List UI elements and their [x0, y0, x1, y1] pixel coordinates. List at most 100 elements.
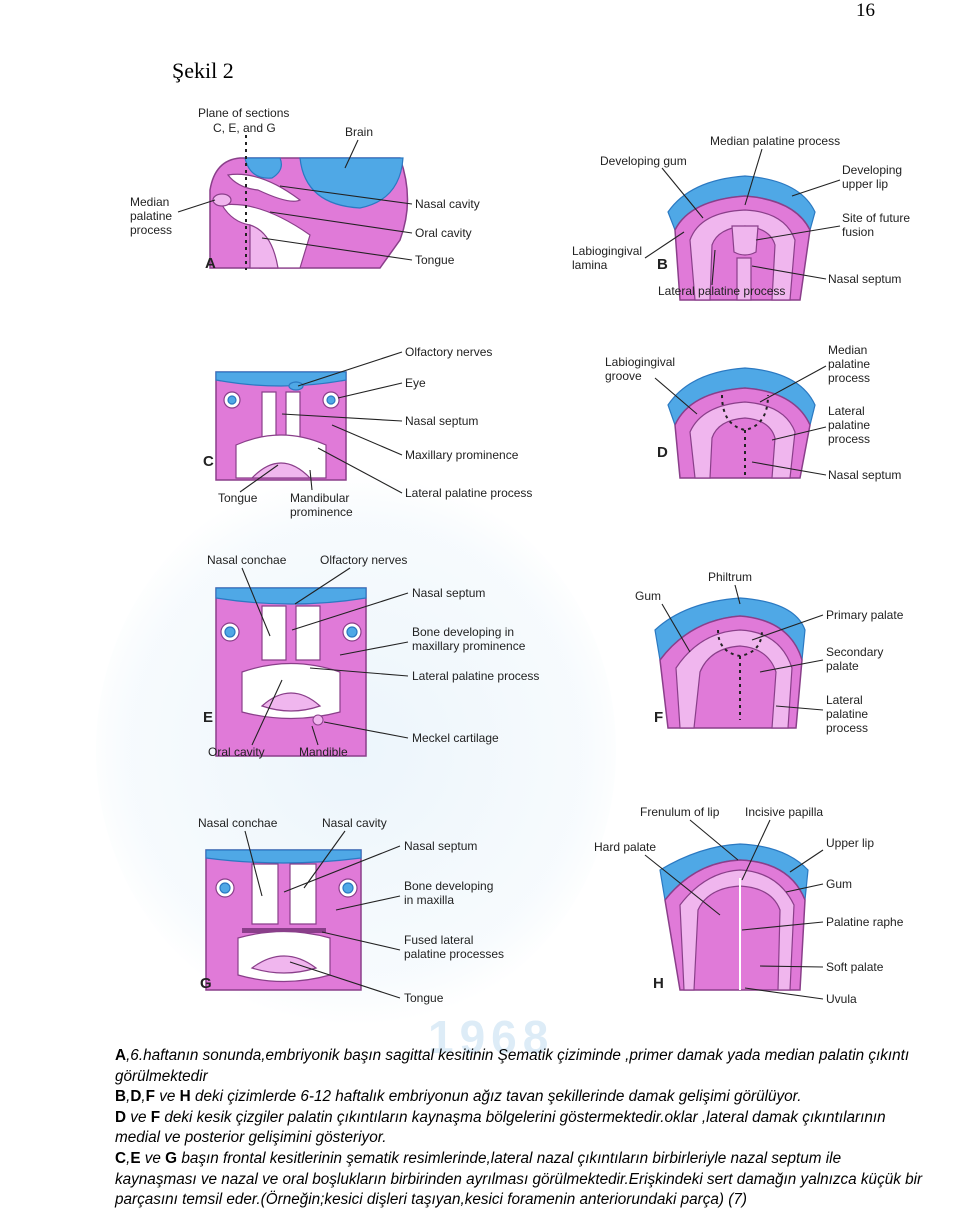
- caption-text-df: deki kesik çizgiler palatin çıkıntıların…: [115, 1108, 886, 1147]
- oral-cavity-label: Oral cavity: [415, 226, 472, 240]
- caption-letter-d: D: [130, 1088, 142, 1106]
- brain-label: Brain: [345, 125, 373, 139]
- caption-conj: ve: [126, 1108, 151, 1126]
- brain-leader: [344, 139, 359, 169]
- brain-vesicle: [244, 157, 282, 179]
- page-number: 16: [856, 0, 875, 21]
- median-leader: [177, 199, 216, 213]
- fused-leader-g: [321, 931, 401, 951]
- bone-label-e-1: Bone developing in: [412, 625, 514, 639]
- plane-label-line1: Plane of sections: [198, 106, 289, 120]
- oral-cavity-label-e: Oral cavity: [208, 745, 265, 759]
- mandibular-leader-c: [309, 469, 313, 491]
- caption-paragraph-ceg: C,E ve G başın frontal kesitlerinin şema…: [115, 1149, 925, 1211]
- olfactory-leader-e: [294, 567, 351, 605]
- tongue-leader-c: [239, 464, 279, 493]
- tongue-label-c: Tongue: [218, 491, 258, 505]
- lateral-label-d-2: palatine: [828, 418, 870, 432]
- maxillary-leader-c: [331, 424, 403, 456]
- median-palatine-process-shape: [212, 193, 232, 207]
- eye-leader-c: [337, 382, 403, 399]
- oral-cavity-leader-e: [251, 679, 283, 746]
- watermark-text: 1968: [428, 1011, 555, 1063]
- figure-heading: Şekil 2: [172, 58, 234, 83]
- caption-text-bdfh: deki çizimlerde 6-12 haftalık embriyonun…: [190, 1088, 802, 1106]
- caption-letter-g: G: [165, 1149, 178, 1167]
- upper-lip-leader-h: [789, 849, 824, 873]
- frenulum-leader-h: [689, 819, 739, 861]
- labiogingival-lamina-label-2: lamina: [572, 258, 608, 272]
- eye-left-iris-e: [224, 626, 236, 638]
- gum-label-f: Gum: [635, 589, 661, 603]
- meckel-cartilage-shape: [312, 714, 324, 726]
- philtrum-leader-f: [734, 584, 741, 605]
- brain-band-g: [205, 849, 362, 864]
- lateral-label-c: Lateral palatine process: [405, 486, 532, 500]
- olfactory-label-c: Olfactory nerves: [405, 345, 492, 359]
- hard-palate-leader-h: [644, 854, 721, 916]
- oral-cavity-leader: [269, 211, 413, 234]
- caption-conj: ve: [154, 1088, 180, 1106]
- caption-conj: ve: [140, 1149, 166, 1167]
- developing-lip-leader: [791, 179, 841, 197]
- gum-h: [679, 869, 795, 991]
- caption-letter-d: D: [115, 1108, 127, 1126]
- soft-palate-leader-h: [759, 965, 824, 968]
- bone-leader-g: [335, 895, 401, 911]
- mandible-leader-e: [311, 725, 319, 746]
- nasal-cavity-leader: [279, 185, 413, 205]
- fused-label-g-1: Fused lateral: [404, 933, 473, 947]
- conchae-label-g: Nasal conchae: [198, 816, 278, 830]
- gum-label-h: Gum: [826, 877, 852, 891]
- panel-e: E Nasal conchae Olfactory nerves Nasal s…: [203, 553, 539, 759]
- developing-gum-label: Developing gum: [600, 154, 687, 168]
- caption-letter-e: E: [130, 1149, 141, 1167]
- groove-leader-d: [654, 377, 698, 415]
- panel-b-letter: B: [657, 256, 668, 273]
- tongue-g: [250, 955, 318, 974]
- fused-palate-shape: [242, 928, 326, 933]
- panel-b: B Median palatine process Developing gum…: [572, 134, 910, 301]
- panel-h-letter: H: [653, 975, 664, 992]
- developing-gum-leader: [661, 167, 704, 219]
- olfactory-leader-c: [297, 351, 403, 387]
- median-label-d-3: process: [828, 371, 870, 385]
- nasal-septum-leader-e: [291, 592, 409, 631]
- oral-cavity-c: [235, 434, 327, 479]
- median-palatine-leader: [744, 148, 763, 206]
- lateral-palatine-leader-b: [711, 249, 716, 286]
- eye-left-iris-g: [219, 882, 231, 894]
- gum-ridge: [689, 209, 796, 301]
- caption-sep: ,: [126, 1088, 131, 1106]
- caption-paragraph-a: A,6.haftanın sonunda,embriyonik başın sa…: [115, 1046, 925, 1087]
- brain-band-c: [215, 371, 347, 387]
- olfactory-c: [288, 381, 304, 391]
- conchae-label-e: Nasal conchae: [207, 553, 287, 567]
- median-label-line2: palatine: [130, 209, 172, 223]
- groove-label-d-2: groove: [605, 369, 642, 383]
- eye-right-iris-g: [342, 882, 354, 894]
- caption-letter-a: A: [115, 1047, 127, 1064]
- median-palatine-process-shape-b: [731, 225, 759, 256]
- nasal-septum-label-d: Nasal septum: [828, 468, 901, 482]
- bone-label-g-1: Bone developing: [404, 879, 493, 893]
- labiogingival-lamina-label-1: Labiogingival: [572, 244, 642, 258]
- panel-g: G Nasal conchae Nasal cavity Nasal septu…: [198, 816, 504, 1005]
- lateral-label-f-1: Lateral: [826, 693, 863, 707]
- panel-c-letter: C: [203, 453, 214, 470]
- gum-leader-h: [785, 883, 824, 893]
- tongue-label: Tongue: [415, 253, 455, 267]
- philtrum-label-f: Philtrum: [708, 570, 752, 584]
- mandibular-label-c-2: prominence: [290, 505, 353, 519]
- median-label-line1: Median: [130, 195, 169, 209]
- nasal-septum-label-b: Nasal septum: [828, 272, 901, 286]
- secondary-leader-f: [759, 659, 824, 673]
- tongue-leader-g: [289, 961, 401, 999]
- eye-right-iris-c: [326, 395, 336, 405]
- panel-a: A Plane of sections C, E, and G Brain Me…: [130, 106, 480, 272]
- caption-text-ceg: başın frontal kesitlerinin şematik resim…: [115, 1149, 923, 1209]
- panel-f: F Philtrum Gum Primary palate Secondary …: [635, 570, 904, 735]
- caption-sep: ,: [141, 1088, 146, 1106]
- lateral-palatine-label-b: Lateral palatine process: [658, 284, 785, 298]
- olfactory-label-e: Olfactory nerves: [320, 553, 407, 567]
